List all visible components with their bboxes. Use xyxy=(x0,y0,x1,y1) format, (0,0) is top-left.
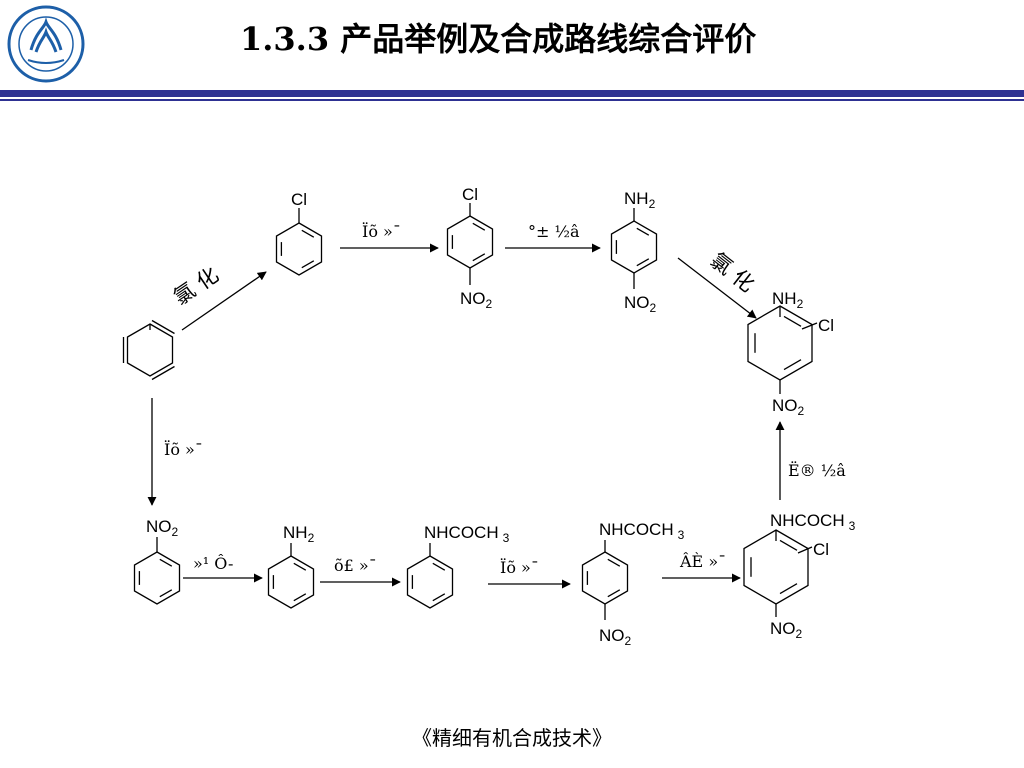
benzene-ring-start-double-bond xyxy=(151,365,175,381)
acetanilide-ring-double-bond xyxy=(432,562,446,571)
benzene-ring-start-double-bond xyxy=(151,319,175,335)
reagent-label-chlorination-top: 氯 化 xyxy=(169,263,223,310)
chloronitroacetanilide-ring-double-bond xyxy=(779,583,798,595)
slide-title: 1.3.3 产品举例及合成路线综合评价 xyxy=(240,20,757,58)
target-cl-label: Cl xyxy=(818,316,834,335)
p-nitrochlorobenzene-ring-double-bond xyxy=(472,222,486,231)
nitroacetanilide-ring xyxy=(581,551,629,605)
p-nitrochlorobenzene-ring xyxy=(446,215,494,269)
reagent-label-chlorination-bottom: ÂÈ »¯ xyxy=(679,551,726,571)
nitroacetanilide-ring-double-bond xyxy=(607,589,621,598)
nitroacetanilide-no2-label: NO2 xyxy=(599,626,632,648)
title-rule-thick xyxy=(0,90,1024,97)
aniline-ring-double-bond xyxy=(293,562,307,571)
slide-footer: 《精细有机合成技术》 xyxy=(412,726,612,750)
chlorobenzene-ring xyxy=(275,222,323,276)
nitroacetanilide-ring-double-bond xyxy=(607,558,621,567)
aniline-ring xyxy=(267,555,315,609)
p-nitrochlorobenzene-cl-label: Cl xyxy=(462,185,478,204)
reagent-label-reduction-top: °± ½â xyxy=(528,222,580,241)
nitrobenzene-ring-double-bond xyxy=(159,589,173,598)
target-no2-label: NO2 xyxy=(772,396,805,418)
reagent-label-nitration-top: Ïõ »¯ xyxy=(362,221,401,241)
reagent-label-nitration-bottom: Ïõ »¯ xyxy=(500,557,539,577)
reagent-label-acylation-bottom: õ£ »¯ xyxy=(334,556,377,575)
target-ring-double-bond xyxy=(783,359,802,371)
chloronitroacetanilide-ring-double-bond xyxy=(779,539,798,551)
nitrobenzene-no2-label: NO2 xyxy=(146,517,179,539)
p-nitroaniline-ring-double-bond xyxy=(636,258,650,267)
aniline-ring-double-bond xyxy=(293,593,307,602)
chloronitroacetanilide-ring xyxy=(743,529,809,605)
chlorobenzene-ring-double-bond xyxy=(301,260,315,269)
arrow-benzene-to-chlorobenzene xyxy=(181,271,267,331)
chloronitroacetanilide-cl-label: Cl xyxy=(813,540,829,559)
chloronitroacetanilide-no2-label: NO2 xyxy=(770,619,803,641)
p-nitroaniline-no2-label: NO2 xyxy=(624,293,657,315)
target-nh2-label: NH2 xyxy=(772,289,804,311)
arrow-to-target xyxy=(677,257,757,319)
chlorobenzene-cl-label: Cl xyxy=(291,190,307,209)
title-rule-thin xyxy=(0,99,1024,101)
target-ring xyxy=(747,305,813,381)
chlorobenzene-ring-double-bond xyxy=(301,229,315,238)
reagent-label-chlorination-right: 氯 化 xyxy=(706,248,759,297)
nitrobenzene-ring-double-bond xyxy=(159,558,173,567)
reagent-label-nitration-left: Ïõ »¯ xyxy=(164,439,203,459)
p-nitrochlorobenzene-no2-label: NO2 xyxy=(460,289,493,311)
reagent-label-reduction-bottom: »¹ Ô- xyxy=(193,553,233,573)
p-nitroaniline-ring-double-bond xyxy=(636,227,650,236)
aniline-nh2-label: NH2 xyxy=(283,523,315,545)
p-nitroaniline-ring xyxy=(610,220,658,274)
p-nitrochlorobenzene-ring-double-bond xyxy=(472,253,486,262)
university-seal-icon xyxy=(7,5,85,83)
acetanilide-ring xyxy=(406,555,454,609)
acetanilide-ring-double-bond xyxy=(432,593,446,602)
nitrobenzene-ring xyxy=(133,551,181,605)
reagent-label-hydrolysis-right: Ë® ½â xyxy=(788,460,846,480)
p-nitroaniline-nh2-label: NH2 xyxy=(624,189,656,211)
benzene-ring-start xyxy=(126,323,174,377)
target-ring-double-bond xyxy=(783,315,802,327)
